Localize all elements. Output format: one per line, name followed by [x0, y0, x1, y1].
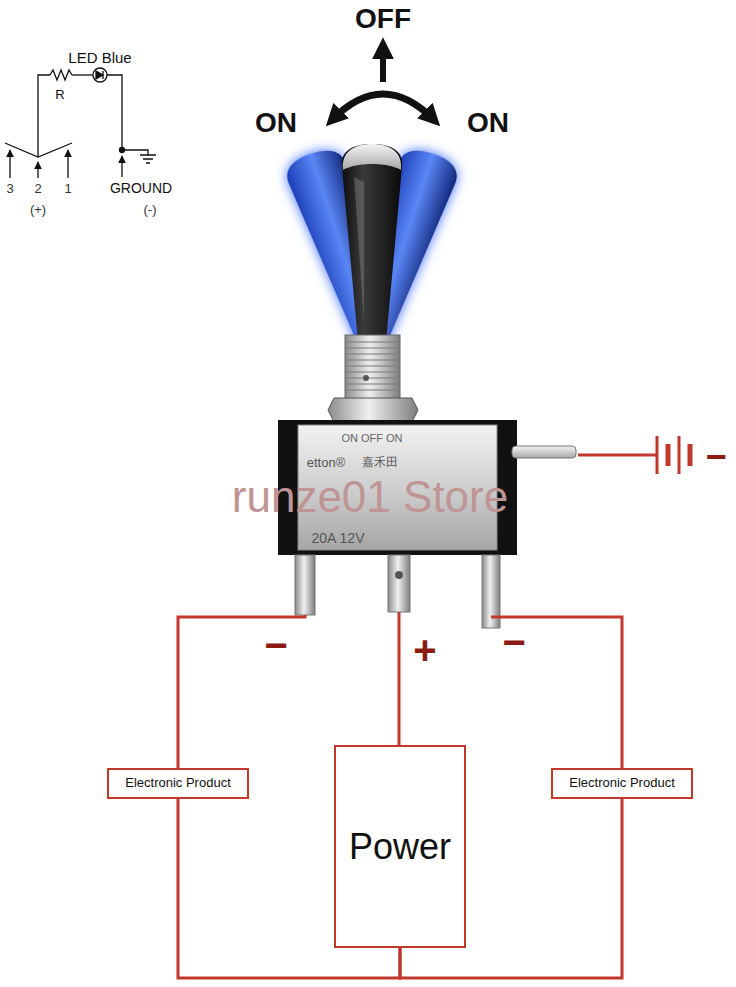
polarity-label: (-)	[144, 203, 157, 216]
rating-label: 20A 12V	[312, 531, 365, 545]
schematic-wire	[38, 75, 50, 157]
nut	[328, 398, 418, 422]
polarity-sign: −	[502, 622, 525, 662]
led-symbol	[93, 68, 107, 82]
ground-symbol	[140, 155, 156, 163]
position-label: ON	[255, 109, 297, 137]
lever-center	[342, 144, 402, 342]
battery-symbol	[578, 436, 690, 474]
terminal-hole	[395, 571, 403, 579]
brand-label: etton®	[307, 456, 346, 469]
position-label: ON	[467, 109, 509, 137]
polarity-label: (+)	[30, 203, 46, 216]
terminal	[295, 555, 315, 615]
led-label: LED Blue	[68, 50, 131, 65]
terminal	[388, 555, 410, 612]
ground-tab	[512, 446, 576, 458]
lever	[342, 144, 402, 342]
resistor-label: R	[55, 88, 64, 101]
position-arrows	[332, 46, 434, 120]
wire	[398, 612, 401, 745]
pin-number: 1	[64, 182, 71, 195]
ground-label: GROUND	[110, 181, 172, 195]
node-text: Electronic Product	[569, 776, 675, 791]
battery-plate	[688, 444, 693, 466]
battery-wire	[578, 454, 657, 457]
wire	[178, 615, 305, 768]
node-text: Power	[349, 826, 451, 867]
pin-arrow	[67, 150, 68, 178]
switch-symbol	[5, 143, 72, 157]
junction-dot	[120, 148, 125, 153]
polarity-sign: −	[264, 625, 287, 665]
pin-arrow	[9, 150, 10, 178]
brand-label: 嘉禾田	[362, 456, 398, 468]
node-text: Electronic Product	[125, 776, 231, 791]
battery-plate	[666, 444, 671, 466]
schematic	[5, 68, 156, 178]
pin-number: 2	[34, 182, 41, 195]
product-box: Electronic Product	[107, 768, 249, 799]
off-arrow	[380, 46, 386, 82]
pin-arrow	[37, 162, 38, 178]
resistor-symbol	[50, 70, 72, 80]
battery-plate	[678, 436, 681, 474]
toggle-arrow	[332, 94, 434, 120]
position-label: OFF	[355, 5, 411, 33]
polarity-sign: −	[705, 439, 726, 475]
wire	[491, 617, 622, 768]
lever-highlight	[354, 177, 364, 322]
bushing-notch	[363, 375, 369, 381]
pin-arrow	[121, 156, 122, 177]
battery-plate	[656, 436, 659, 474]
bushing	[345, 335, 400, 400]
schematic-wire	[107, 75, 148, 155]
power-box: Power	[334, 745, 466, 948]
led-symbol	[96, 71, 103, 79]
watermark: runze01 Store	[232, 475, 508, 519]
lever-cap	[343, 144, 401, 170]
bushing-thread	[345, 342, 400, 390]
led-symbol	[102, 71, 103, 79]
polarity-sign: +	[413, 630, 436, 670]
body-marking: ON OFF ON	[341, 433, 402, 444]
schematic-wire	[72, 74, 93, 75]
pin-number: 3	[6, 182, 13, 195]
product-box: Electronic Product	[551, 768, 693, 799]
